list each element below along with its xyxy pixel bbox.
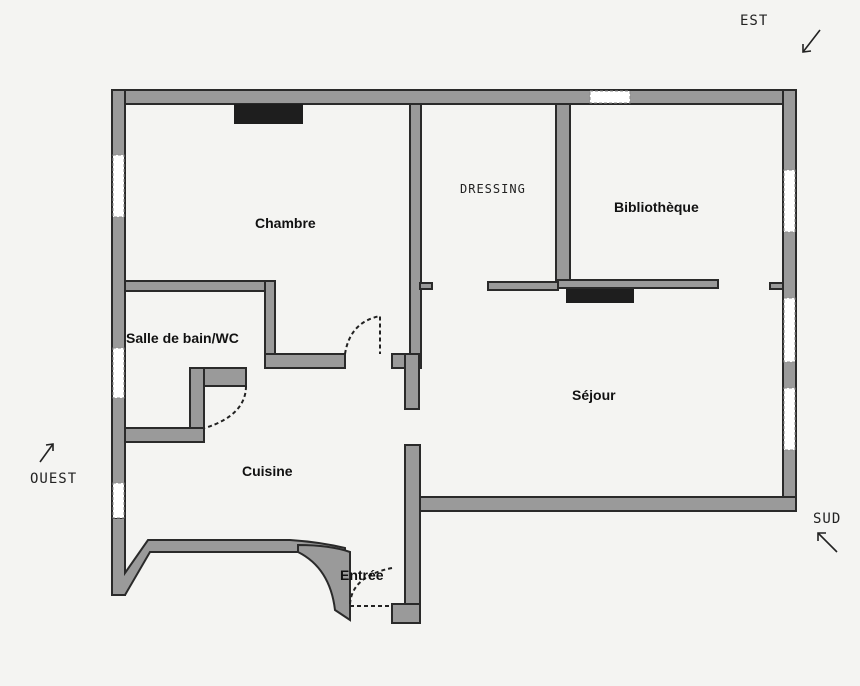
window-east-sejour-1	[783, 297, 796, 363]
label-bibliotheque: Bibliothèque	[614, 199, 699, 215]
sejour-stub-east	[769, 282, 784, 290]
entry-right-wall	[404, 444, 421, 624]
label-ouest: OUEST	[30, 471, 77, 487]
door-sdb-arc	[204, 385, 247, 429]
window-west-sdb	[112, 347, 125, 399]
label-salle-de-bain: Salle de bain/WC	[126, 330, 239, 346]
arrow-ouest-icon	[39, 443, 54, 463]
window-east-bibliotheque	[783, 169, 796, 233]
label-sejour: Séjour	[572, 387, 616, 403]
window-east-sejour-2	[783, 387, 796, 451]
north-wall	[111, 89, 797, 105]
sdb-corner-wall	[189, 367, 205, 431]
arrow-est-icon	[802, 29, 821, 53]
bibliotheque-south-wall	[555, 279, 719, 289]
window-north-bibliotheque	[589, 90, 631, 104]
label-sud: SUD	[813, 511, 841, 527]
label-cuisine: Cuisine	[242, 463, 293, 479]
dressing-stub-left	[419, 282, 433, 290]
window-west-cuisine	[112, 482, 125, 519]
windows	[112, 90, 796, 519]
arrow-sud-icon	[817, 532, 838, 553]
fireplace-sejour	[566, 289, 634, 303]
door-chambre-arc	[344, 314, 381, 355]
entry-curved-wall	[297, 543, 351, 622]
door-entree-arc	[349, 567, 393, 605]
label-dressing: DRESSING	[460, 182, 526, 196]
label-entree: Entrée	[340, 567, 384, 583]
label-chambre: Chambre	[255, 215, 316, 231]
chambre-south-wall-left	[124, 280, 276, 292]
window-west-chambre	[112, 154, 125, 218]
chambre-east-stub	[404, 353, 420, 410]
exterior-walls	[111, 89, 797, 624]
chambre-south-wall-right	[264, 353, 346, 369]
sdb-east-wall	[264, 280, 276, 362]
south-wall-sejour	[409, 496, 797, 512]
chambre-east-wall	[409, 103, 422, 355]
interior-walls	[124, 103, 784, 443]
dressing-south-wall	[487, 281, 559, 291]
fireplace-chambre	[234, 104, 303, 124]
dressing-wall	[555, 103, 571, 288]
entry-bottom-right	[391, 603, 421, 624]
doors	[204, 314, 393, 607]
label-est: EST	[740, 13, 768, 29]
sdb-south-wall	[124, 427, 205, 443]
